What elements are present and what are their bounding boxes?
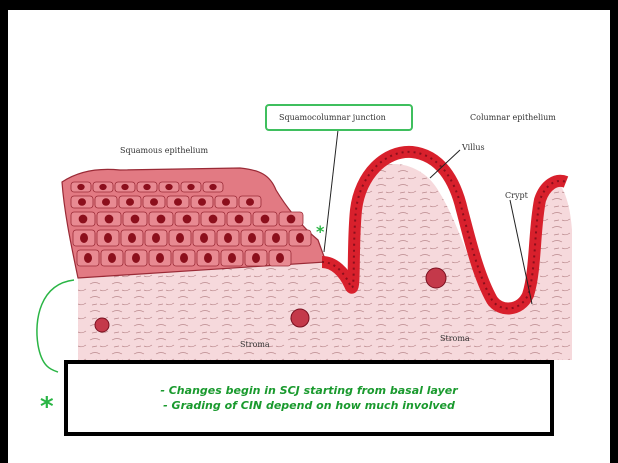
basal-layer-bracket [37, 280, 74, 372]
note-line-2: - Grading of CIN depend on how much invo… [163, 398, 455, 413]
cell-nucleus [105, 215, 114, 224]
stroma-label-right: Stroma [440, 334, 470, 343]
cell-nucleus [222, 198, 230, 206]
cell-nucleus [99, 184, 106, 190]
note-box: - Changes begin in SCJ starting from bas… [64, 360, 554, 436]
cell-nucleus [78, 198, 86, 206]
cell-nucleus [209, 184, 216, 190]
stroma-label-left: Stroma [240, 340, 270, 349]
cell-nucleus [204, 253, 212, 263]
cell-nucleus [198, 198, 206, 206]
scj-label: Squamocolumnar junction [279, 113, 386, 122]
cell-nucleus [77, 184, 84, 190]
cell-nucleus [287, 215, 296, 224]
cell-nucleus [131, 215, 140, 224]
cell-nucleus [224, 233, 232, 243]
cell-nucleus [176, 233, 184, 243]
cell-nucleus [183, 215, 192, 224]
cell-nucleus [121, 184, 128, 190]
squamous-epithelium-label: Squamous epithelium [120, 146, 208, 155]
cell-nucleus [165, 184, 172, 190]
cell-nucleus [143, 184, 150, 190]
cell-nucleus [128, 233, 136, 243]
cell-nucleus [80, 233, 88, 243]
cell-nucleus [180, 253, 188, 263]
cell-nucleus [261, 215, 270, 224]
cell-nucleus [235, 215, 244, 224]
cell-nucleus [296, 233, 304, 243]
cell-nucleus [150, 198, 158, 206]
cell-nucleus [79, 215, 88, 224]
small-star-mark: * [316, 222, 324, 241]
cell-nucleus [108, 253, 116, 263]
squamous-epithelium-block [62, 168, 326, 278]
note-line-1: - Changes begin in SCJ starting from bas… [160, 383, 457, 398]
columnar-epithelium-label: Columnar epithelium [470, 113, 556, 122]
cell-nucleus [252, 253, 260, 263]
vessel [291, 309, 309, 327]
cell-nucleus [228, 253, 236, 263]
cell-nucleus [132, 253, 140, 263]
vessel [95, 318, 109, 332]
cell-nucleus [276, 253, 284, 263]
cell-nucleus [102, 198, 110, 206]
crypt-label: Crypt [505, 191, 528, 200]
cell-nucleus [248, 233, 256, 243]
cell-nucleus [200, 233, 208, 243]
scj-pointer [324, 130, 338, 252]
cell-nucleus [126, 198, 134, 206]
cell-nucleus [157, 215, 166, 224]
cell-nucleus [209, 215, 218, 224]
villus-label: Villus [462, 143, 485, 152]
cell-nucleus [152, 233, 160, 243]
cell-nucleus [84, 253, 92, 263]
cell-nucleus [187, 184, 194, 190]
cell-nucleus [246, 198, 254, 206]
cell-nucleus [272, 233, 280, 243]
cell-nucleus [104, 233, 112, 243]
asterisk-mark: * [40, 392, 54, 422]
vessel [426, 268, 446, 288]
cell-nucleus [174, 198, 182, 206]
cell-nucleus [156, 253, 164, 263]
